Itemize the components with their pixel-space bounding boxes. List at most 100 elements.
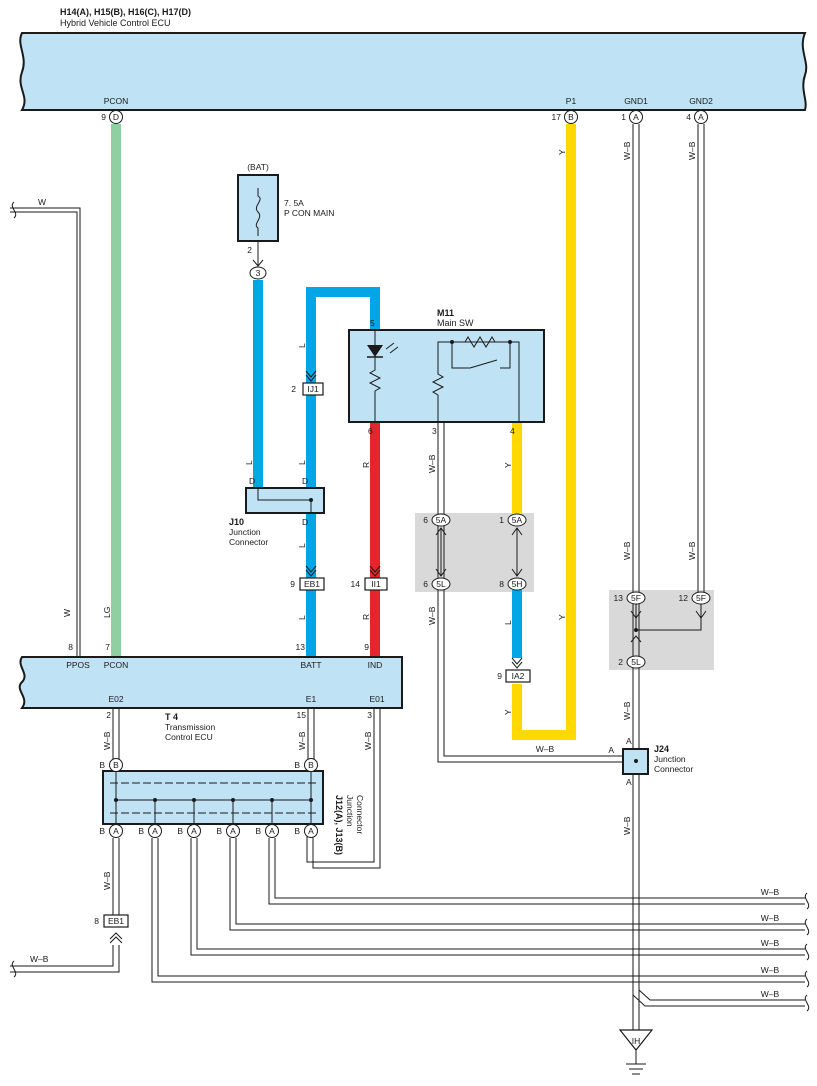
fuse-source: (BAT)	[247, 162, 269, 172]
wire-label-e1: W–B	[297, 731, 307, 750]
wire-label-l-ia2: L	[503, 620, 513, 625]
connector-eb1-bottom: EB1 8	[94, 914, 129, 944]
j10-code: J10	[229, 517, 244, 527]
wire-label-lg: LG	[102, 607, 112, 618]
wire-e01	[306, 708, 381, 869]
svg-text:B: B	[99, 826, 105, 836]
sw-node-1	[450, 340, 454, 344]
fuse-name: P CON MAIN	[284, 208, 334, 218]
svg-text:A: A	[308, 826, 314, 836]
connector-5l-gnd: 5L 2	[618, 655, 646, 669]
j12-internal	[115, 771, 312, 836]
svg-text:14: 14	[351, 579, 361, 589]
resistor-led-icon	[368, 357, 382, 422]
svg-text:5F: 5F	[631, 593, 641, 603]
j24-line2: Connector	[654, 764, 693, 774]
svg-text:B: B	[177, 826, 183, 836]
svg-text:13: 13	[614, 593, 624, 603]
j24-box	[622, 748, 649, 775]
wire-label-gnd2b: W–B	[687, 541, 697, 560]
tcm-pin-ppos-label: PPOS	[66, 660, 90, 670]
wire-label-j12-eb1: W–B	[102, 871, 112, 890]
wire-label-r2: R	[361, 614, 371, 620]
j24-pin-left: A	[608, 745, 614, 755]
svg-text:4: 4	[686, 112, 691, 122]
tcm-pin-e02-label: E02	[108, 694, 123, 704]
wire-label-gnd1b: W–B	[622, 541, 632, 560]
svg-text:A: A	[113, 826, 119, 836]
wire-label-e01: W–B	[363, 731, 373, 750]
svg-text:IA2: IA2	[512, 671, 525, 681]
connector-5h: 5H 8	[499, 577, 527, 591]
connector-ij1: IJ1 2	[291, 370, 324, 396]
j12-line1: Junction	[345, 795, 355, 827]
ecu-pin-gnd2: A 4	[686, 110, 708, 124]
svg-text:W–B: W–B	[761, 887, 780, 897]
svg-text:1: 1	[621, 112, 626, 122]
svg-text:1: 1	[499, 515, 504, 525]
svg-text:8: 8	[94, 916, 99, 926]
svg-text:B: B	[568, 112, 574, 122]
wire-label-y2: Y	[557, 614, 567, 620]
tcm-pin-batt-num: 13	[296, 642, 306, 652]
ecu-pin-gnd1: A 1	[621, 110, 643, 124]
j10-line1: Junction	[229, 527, 261, 537]
wire-label-wb-m11: W–B	[427, 454, 437, 473]
ecu-name: Hybrid Vehicle Control ECU	[60, 18, 171, 28]
wire-label-l-batt: L	[297, 543, 307, 548]
svg-text:II1: II1	[371, 579, 381, 589]
fuse-arrow	[252, 259, 264, 267]
wire-label-wb-j24: W–B	[536, 744, 555, 754]
j10-pin-bottom: D	[302, 517, 308, 527]
svg-text:A: A	[152, 826, 158, 836]
connector-5a-right: 5A 1	[499, 513, 527, 527]
wire-w-outer	[10, 207, 81, 657]
svg-text:W–B: W–B	[761, 938, 780, 948]
j24-pin-top: A	[626, 736, 632, 746]
j12-pin-b-left: B B	[99, 758, 123, 772]
main-sw-code: M11	[437, 308, 454, 318]
j10-pin-right: D	[302, 476, 308, 486]
fuse-rating: 7. 5A	[284, 198, 304, 208]
connector-eb1-top: EB1 9	[290, 565, 325, 591]
svg-text:3: 3	[256, 268, 261, 278]
connector-ii1: II1 14	[351, 565, 388, 591]
junction-5f-arrow-b	[630, 635, 642, 643]
main-sw-pin6: 6	[368, 426, 373, 436]
svg-text:A: A	[698, 112, 704, 122]
wire-label-w-vert: W	[62, 609, 72, 617]
junction-5f-arrow-l	[630, 610, 642, 619]
pin-label-pcon: PCON	[104, 96, 129, 106]
main-sw-box	[348, 329, 545, 423]
wire-label-e02: W–B	[102, 731, 112, 750]
junction-5a-arrow-r-dn	[511, 568, 523, 577]
svg-text:6: 6	[423, 579, 428, 589]
tcm-pin-ppos-num: 8	[68, 642, 73, 652]
tcm-pin-pcon-label: PCON	[104, 660, 129, 670]
svg-text:W–B: W–B	[761, 989, 780, 999]
ecu-pin-pcon: D 9	[101, 110, 123, 124]
svg-text:B: B	[113, 760, 119, 770]
hybrid-ecu-box	[19, 32, 808, 111]
pin-label-gnd2: GND2	[689, 96, 713, 106]
switch-icon	[451, 342, 511, 369]
connector-5f-left: 5F 13	[614, 591, 646, 605]
wire-wb-m11-a	[437, 422, 622, 763]
j12-bus-lines	[110, 782, 318, 814]
wire-e02	[112, 708, 120, 760]
junction-5f-bus	[635, 604, 702, 631]
wire-y-p1	[512, 124, 576, 740]
svg-text:W–B: W–B	[761, 913, 780, 923]
led-rays-icon	[385, 342, 399, 354]
break-mark-wb-left	[11, 960, 17, 978]
j12-dots	[114, 798, 313, 802]
wire-label-l-loop: L	[297, 343, 307, 348]
main-sw-pin4: 4	[510, 426, 515, 436]
wire-label-wb-m11b: W–B	[427, 606, 437, 625]
svg-text:9: 9	[101, 112, 106, 122]
tcm-pin-e01-label: E01	[369, 694, 384, 704]
connector-ia2: IA2 9	[497, 657, 531, 683]
break-mark-w	[11, 201, 17, 219]
svg-text:B: B	[138, 826, 144, 836]
